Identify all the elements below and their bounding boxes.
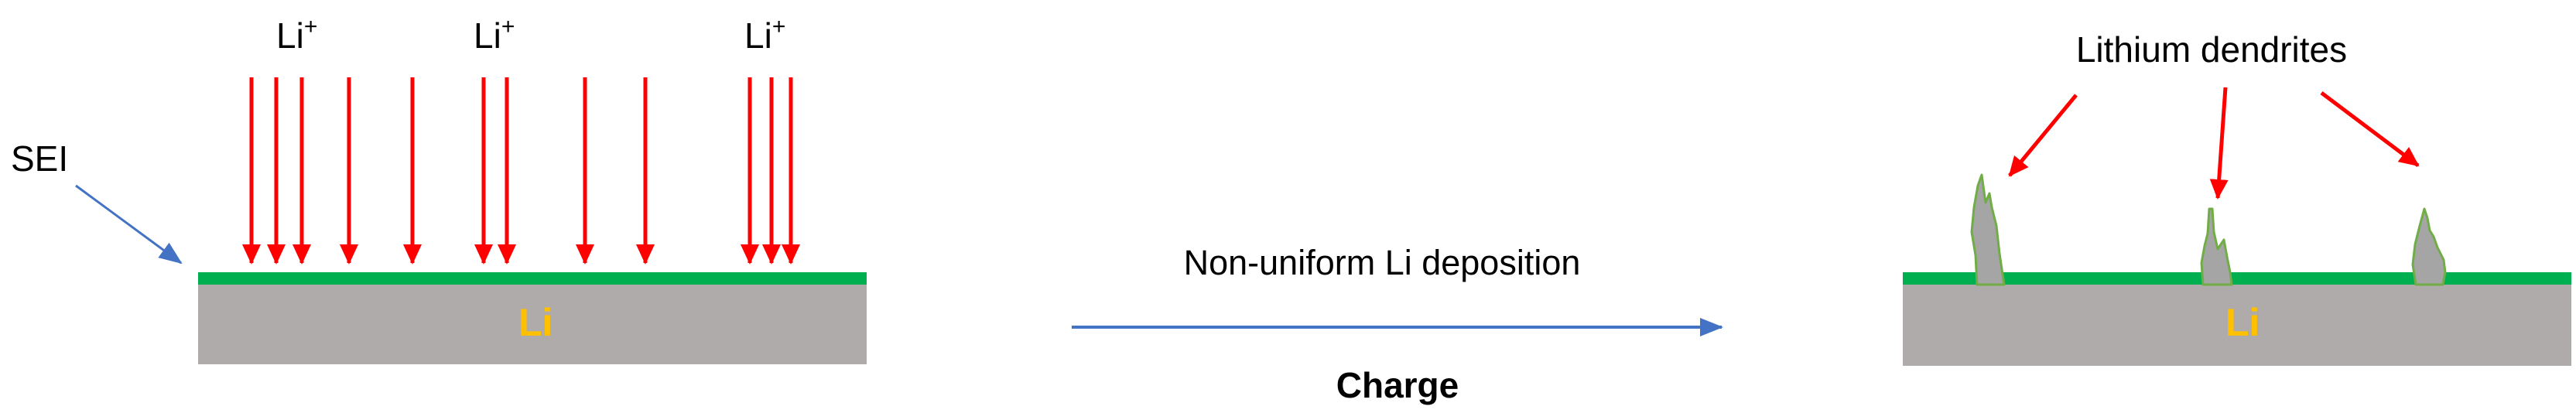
ion-label-2: Li+ xyxy=(474,14,515,56)
center-process: Non-uniform Li deposition Charge xyxy=(1072,243,1723,405)
dendrite-label: Lithium dendrites xyxy=(2076,29,2347,70)
right-li-substrate xyxy=(1903,276,2571,366)
dendrite-pointer-arrow-icon xyxy=(2209,87,2229,200)
ion-labels: Li+ Li+ Li+ xyxy=(276,14,785,56)
dendrite-pointer-arrow-icon xyxy=(2008,94,2078,177)
sei-label: SEI xyxy=(11,138,68,179)
condition-label: Charge xyxy=(1336,365,1459,405)
right-panel: Li Lithium dendrites xyxy=(1903,29,2571,366)
left-li-substrate xyxy=(198,275,867,364)
sei-pointer-arrow-icon xyxy=(75,184,183,265)
left-panel: Li Li+ Li+ Li+ SEI xyxy=(11,14,867,364)
left-sei-layer xyxy=(198,272,867,285)
ion-label-1: Li+ xyxy=(276,14,317,56)
dendrite-pointer-arrow-icon xyxy=(2320,91,2420,167)
right-sei-layer xyxy=(1903,272,2571,285)
right-substrate-label: Li xyxy=(2225,301,2260,344)
dendrite-pointer-arrows xyxy=(2008,87,2420,200)
dendrite-icon xyxy=(1970,173,2006,286)
left-substrate-label: Li xyxy=(518,301,552,344)
lithium-dendrites xyxy=(1970,173,2447,286)
ion-arrows xyxy=(242,77,800,265)
ion-label-3: Li+ xyxy=(744,14,785,56)
dendrite-icon xyxy=(2411,207,2447,286)
process-label: Non-uniform Li deposition xyxy=(1184,243,1581,282)
dendrite-icon xyxy=(2200,207,2233,286)
